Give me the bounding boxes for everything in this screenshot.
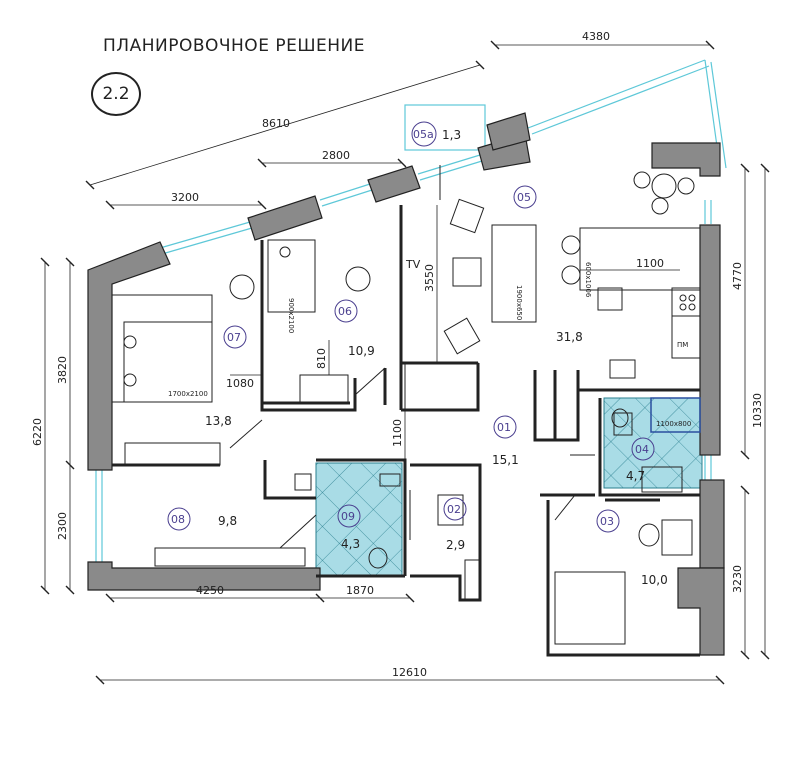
wall-right-corner [651, 142, 721, 177]
wall-right-bottom [677, 567, 725, 656]
room-numbers: 01 02 03 04 05 05а 06 07 08 09 [167, 121, 655, 533]
label-shower: 1100x800 [656, 420, 691, 428]
dim-3550: 3550 [423, 264, 436, 292]
label-pm: ПМ [677, 341, 688, 349]
dim-6220: 6220 [31, 418, 44, 446]
thin-lines [111, 224, 701, 645]
area-04: 4,7 [626, 469, 645, 483]
room-04-marker: 04 [631, 437, 655, 461]
wall-left-bottom [87, 561, 321, 591]
svg-text:05а: 05а [413, 128, 434, 141]
dim-3200: 3200 [171, 191, 199, 204]
dim-8610: 8610 [262, 117, 290, 130]
dim-2800: 2800 [322, 149, 350, 162]
dim-1100-kitchen: 1100 [636, 257, 664, 270]
dim-3820: 3820 [56, 356, 69, 384]
area-05: 31,8 [556, 330, 583, 344]
plan-number: 2.2 [102, 84, 130, 104]
svg-text:08: 08 [171, 513, 185, 526]
room-areas: 15,1 2,9 10,0 4,7 31,8 1,3 10,9 13,8 9,8… [205, 128, 668, 587]
svg-text:09: 09 [341, 510, 355, 523]
svg-text:07: 07 [227, 331, 241, 344]
label-tv: TV [405, 258, 421, 271]
room-03-marker: 03 [596, 509, 620, 533]
dim-12610: 12610 [392, 666, 427, 679]
windows [95, 59, 727, 605]
room-06-marker: 06 [334, 299, 358, 323]
area-05a: 1,3 [442, 128, 461, 142]
dim-810: 810 [315, 348, 328, 369]
room-05a-marker: 05а [411, 121, 437, 147]
label-bed-small: 900x2100 [287, 298, 295, 333]
svg-text:03: 03 [600, 515, 614, 528]
wall-pillar-2 [367, 165, 421, 203]
dimension-ticks [40, 40, 770, 685]
furniture [123, 171, 695, 569]
wall-left-top [87, 241, 171, 471]
svg-text:02: 02 [447, 503, 461, 516]
svg-text:04: 04 [635, 443, 649, 456]
label-kitchen: 600x1006 [584, 262, 592, 298]
dim-2300: 2300 [56, 512, 69, 540]
svg-text:01: 01 [497, 421, 511, 434]
area-06: 10,9 [348, 344, 375, 358]
room-01-marker: 01 [493, 415, 517, 439]
wall-pillar-1 [247, 195, 323, 241]
room-08-marker: 08 [167, 507, 191, 531]
door-swings [229, 165, 595, 549]
wall-pillar-4 [486, 112, 531, 151]
dim-1080: 1080 [226, 377, 254, 390]
room-05-marker: 05 [513, 185, 537, 209]
dim-1100-hall: 1100 [391, 419, 404, 447]
area-02: 2,9 [446, 538, 465, 552]
room-02-marker: 02 [443, 497, 467, 521]
dim-10330: 10330 [751, 393, 764, 428]
plan-number-badge: 2.2 [91, 72, 141, 116]
plan-title: ПЛАНИРОВОЧНОЕ РЕШЕНИЕ [103, 36, 365, 56]
dimension-texts: 8610 4380 2800 3200 3550 1100 3820 6220 … [31, 30, 764, 679]
label-sofa: 1900x650 [515, 285, 523, 320]
area-07: 13,8 [205, 414, 232, 428]
dim-1870: 1870 [346, 584, 374, 597]
walls [87, 112, 725, 656]
room-07-marker: 07 [223, 325, 247, 349]
area-08: 9,8 [218, 514, 237, 528]
wall-right-mid [699, 224, 721, 456]
area-03: 10,0 [641, 573, 668, 587]
label-bed-main: 1700x2100 [168, 390, 208, 398]
dimension-lines [44, 44, 766, 681]
area-09: 4,3 [341, 537, 360, 551]
area-01: 15,1 [492, 453, 519, 467]
svg-text:05: 05 [517, 191, 531, 204]
bathroom-04-floor [603, 397, 703, 489]
furniture-labels: 1700x2100 900x2100 1900x650 TV 1100x800 … [168, 258, 691, 428]
room-09-marker: 09 [337, 504, 361, 528]
wall-right-low [699, 479, 725, 569]
dim-4250: 4250 [196, 584, 224, 597]
dim-3230: 3230 [731, 565, 744, 593]
dim-4770: 4770 [731, 262, 744, 290]
svg-text:06: 06 [338, 305, 352, 318]
dim-4380: 4380 [582, 30, 610, 43]
